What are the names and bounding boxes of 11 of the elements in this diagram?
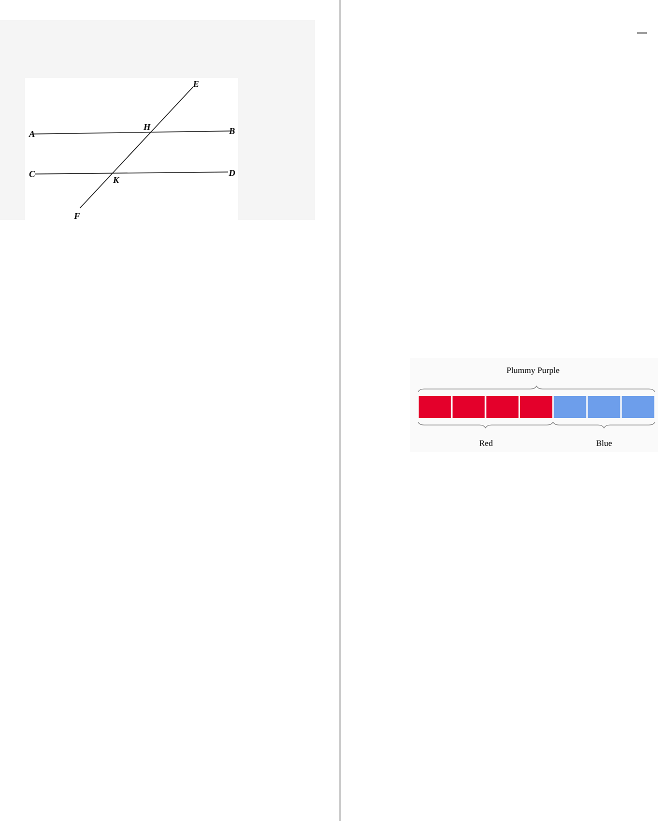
brace-label: Plummy Purple bbox=[506, 367, 560, 375]
point-label: D bbox=[228, 170, 236, 176]
brace-label: Blue bbox=[596, 440, 612, 446]
point-label: K bbox=[112, 177, 120, 183]
point-label: H bbox=[143, 124, 151, 130]
point-label: F bbox=[74, 213, 80, 219]
point-label: B bbox=[228, 128, 235, 134]
brace-label: Red bbox=[479, 440, 493, 446]
point-label: A bbox=[28, 131, 35, 137]
point-label: E bbox=[192, 81, 199, 87]
point-label: C bbox=[29, 170, 36, 178]
